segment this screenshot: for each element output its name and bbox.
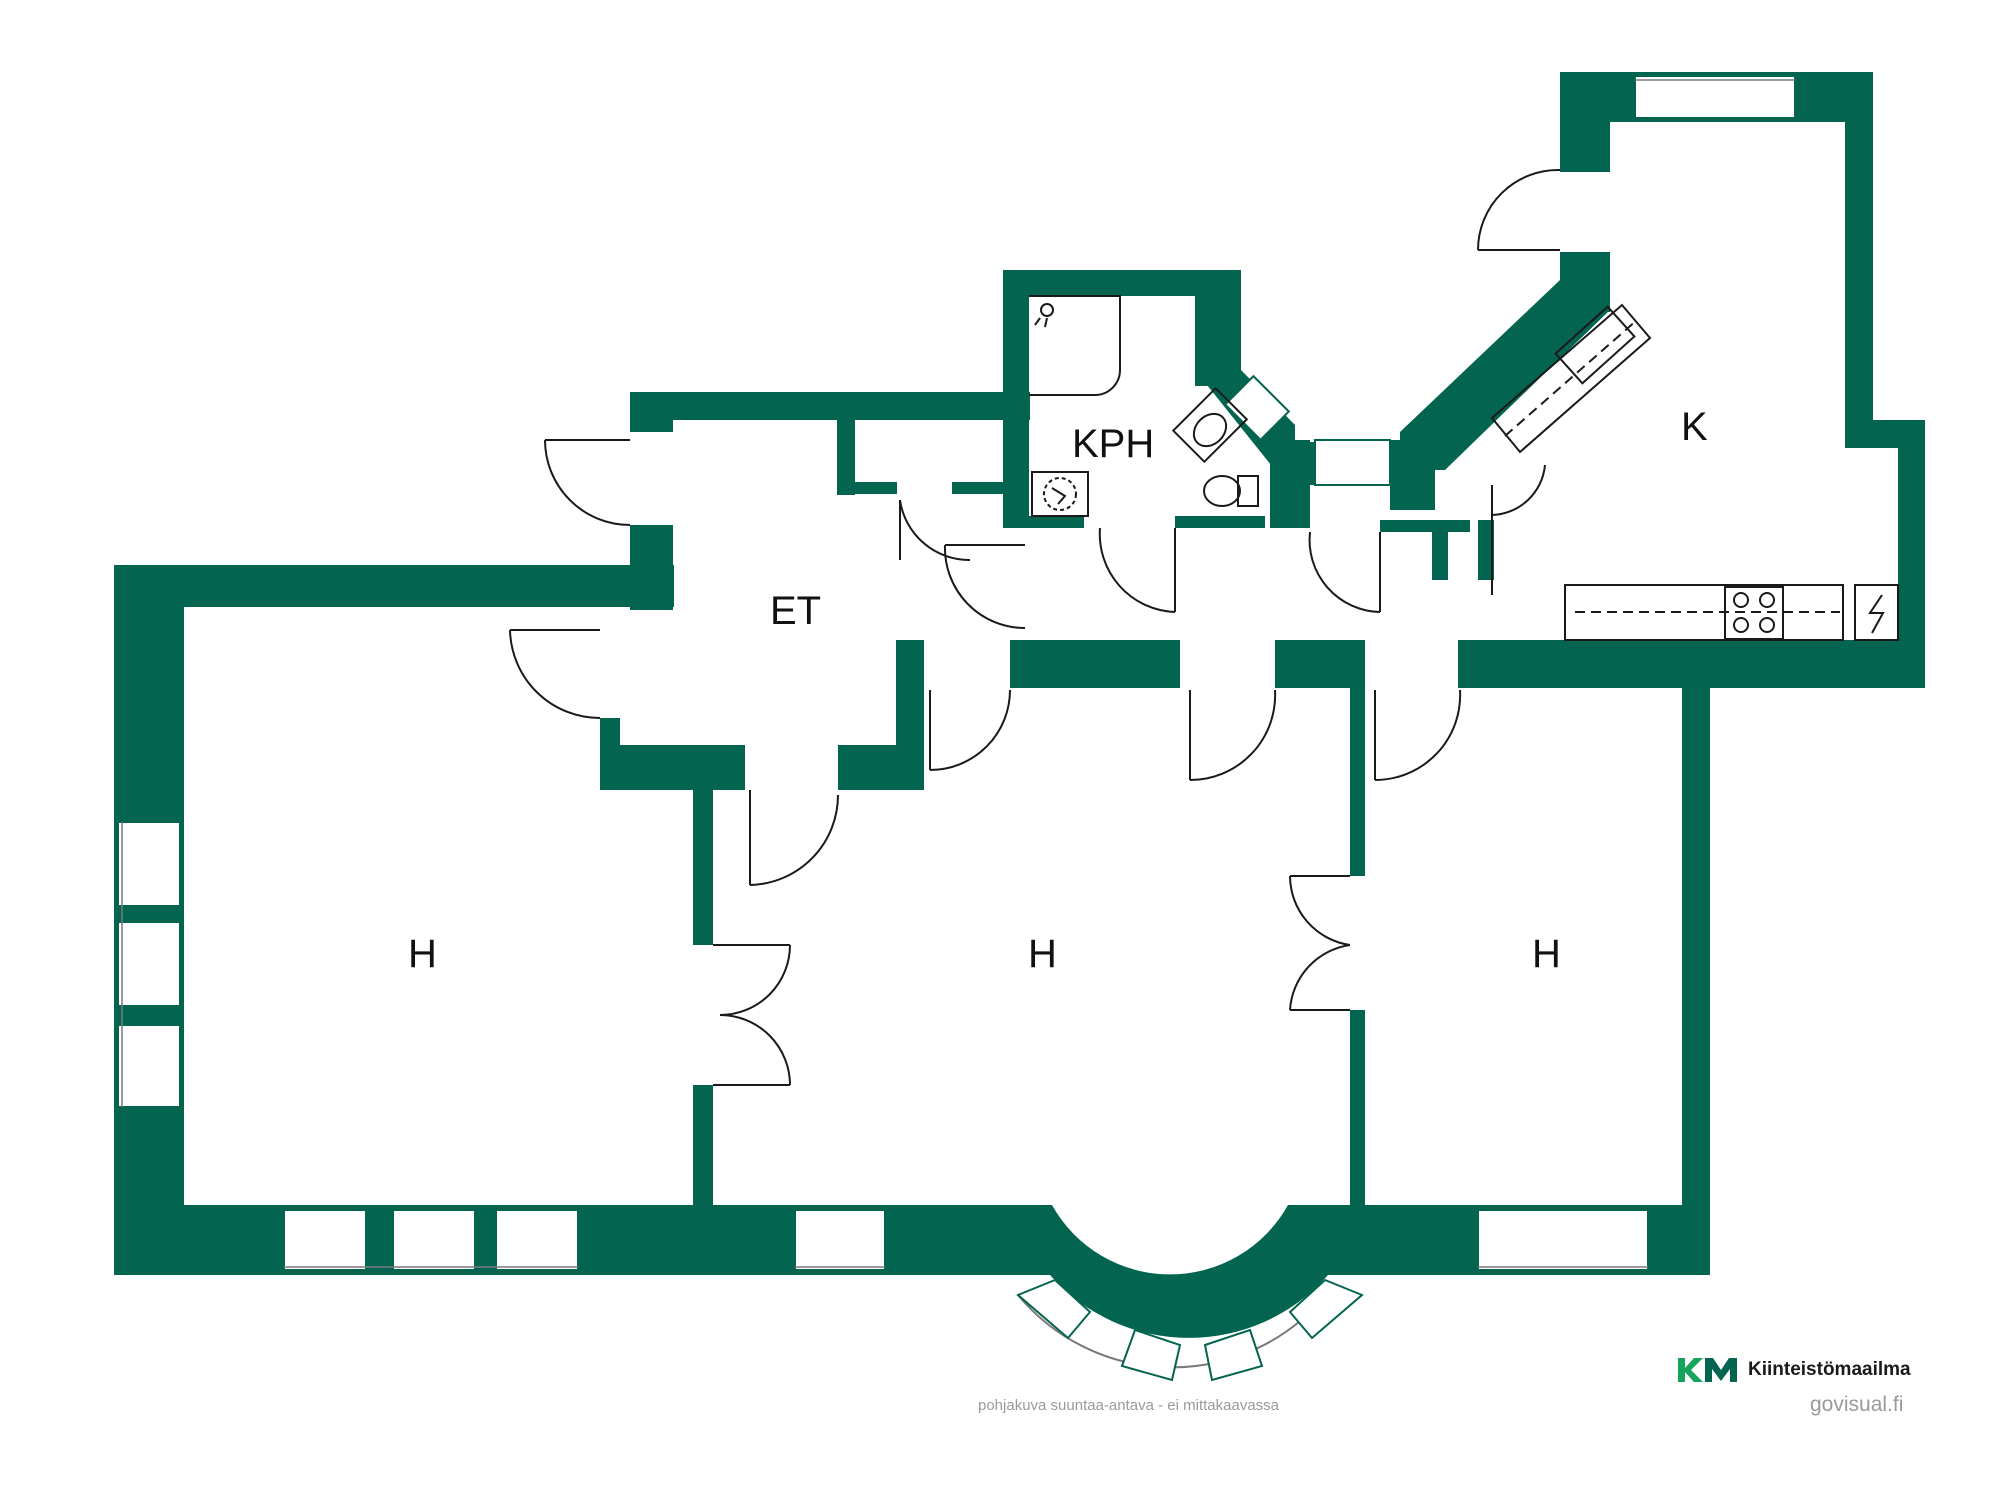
stove-icon — [1724, 586, 1784, 640]
bay-window — [1000, 1205, 1378, 1382]
sink-icon — [1171, 386, 1249, 464]
window-glass-lines — [121, 79, 1795, 1268]
brand-name: Kiinteistömaailma — [1748, 1359, 1911, 1380]
shower-head-icon — [1034, 303, 1054, 328]
room-label-center: H — [1028, 932, 1057, 976]
kitchen-fixtures — [1490, 303, 1899, 641]
floor-drain-icon — [1031, 471, 1089, 517]
room-label-bathroom: KPH — [1072, 422, 1154, 466]
brand-logo: Kiinteistömaailma — [1676, 1355, 1911, 1385]
electrical-panel-icon — [1854, 584, 1899, 641]
shower-icon — [1029, 295, 1121, 396]
km-logo-icon — [1678, 1358, 1737, 1382]
walls — [114, 72, 1925, 1275]
bathroom-fixtures — [1029, 295, 1259, 517]
room-labels: ET KPH K H H H — [408, 405, 1708, 976]
room-label-west: H — [408, 932, 437, 976]
room-label-east: H — [1532, 932, 1561, 976]
room-label-entry: ET — [770, 589, 821, 633]
kitchen-sink-icon — [1554, 305, 1636, 385]
windows — [117, 75, 1796, 1271]
credit-link[interactable]: govisual.fi — [1810, 1393, 1904, 1416]
room-label-kitchen: K — [1681, 405, 1708, 449]
doors — [509, 168, 1561, 1086]
disclaimer-note: pohjakuva suuntaa-antava - ei mittakaava… — [978, 1397, 1280, 1414]
toilet-icon — [1203, 475, 1259, 507]
